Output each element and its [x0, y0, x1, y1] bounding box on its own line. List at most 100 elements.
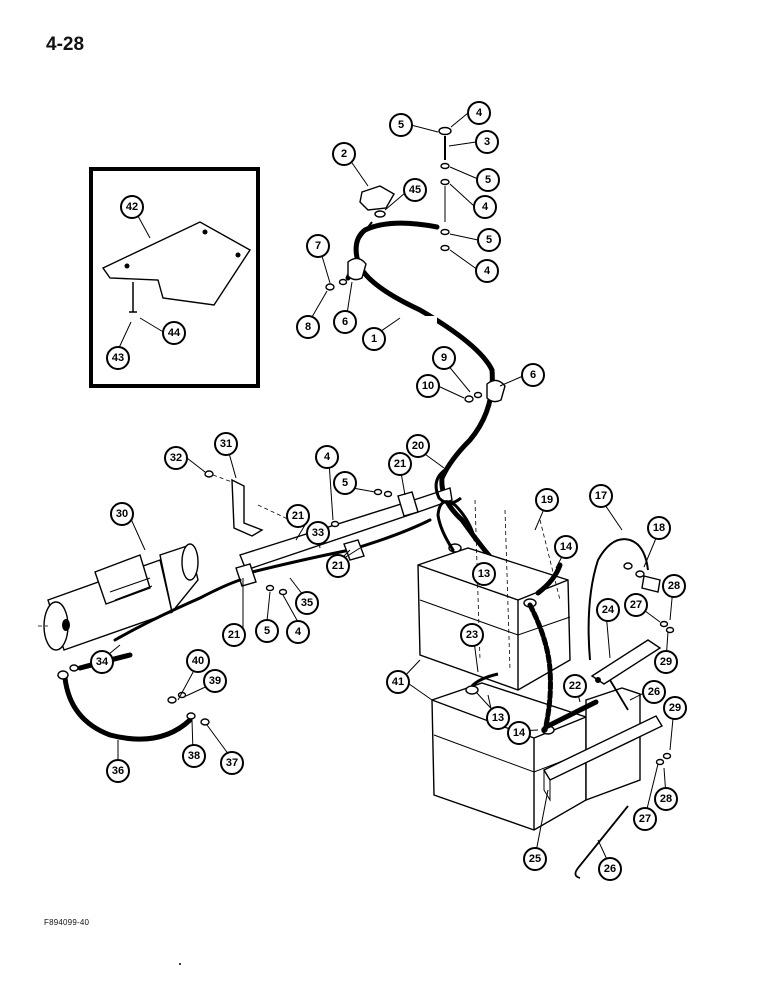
svg-text:6: 6 — [342, 316, 348, 328]
ground-cable — [57, 652, 210, 742]
inset-panel — [89, 167, 260, 388]
callout-33: 33 — [306, 521, 330, 545]
page-number: 4-28 — [46, 34, 85, 55]
svg-text:25: 25 — [529, 853, 541, 865]
svg-text:14: 14 — [513, 727, 526, 739]
svg-text:29: 29 — [660, 656, 672, 668]
svg-text:27: 27 — [639, 813, 651, 825]
callout-20: 20 — [406, 434, 430, 458]
svg-text:20: 20 — [412, 440, 424, 452]
callout-18: 18 — [647, 516, 671, 540]
svg-text:43: 43 — [112, 352, 124, 364]
callout-17: 17 — [589, 484, 613, 508]
negative-link-cable — [545, 699, 599, 729]
callout-5c: 5 — [477, 228, 501, 252]
callout-13b: 13 — [486, 706, 510, 730]
mounting-bracket — [204, 470, 291, 537]
svg-text:26: 26 — [648, 686, 660, 698]
callout-26a: 26 — [642, 680, 666, 704]
cover-plate — [101, 221, 251, 306]
callout-40: 40 — [186, 649, 210, 673]
positive-cable — [535, 562, 563, 596]
callout-26b: 26 — [598, 857, 622, 881]
hold-down-hardware — [655, 620, 675, 766]
svg-text:9: 9 — [441, 352, 447, 364]
svg-text:13: 13 — [478, 568, 490, 580]
callout-31: 31 — [214, 432, 238, 456]
svg-text:27: 27 — [630, 599, 642, 611]
svg-text:36: 36 — [112, 765, 124, 777]
svg-text:7: 7 — [315, 240, 321, 252]
svg-text:37: 37 — [226, 757, 238, 769]
callout-10: 10 — [416, 374, 440, 398]
svg-text:4: 4 — [295, 626, 302, 638]
svg-text:38: 38 — [188, 750, 200, 762]
figure-code: F894099-40 — [44, 918, 90, 927]
svg-text:30: 30 — [116, 508, 128, 520]
battery-jumper-cable — [527, 602, 553, 733]
svg-text:40: 40 — [192, 655, 204, 667]
callout-29b: 29 — [663, 696, 687, 720]
j-bolt-upper — [609, 679, 629, 711]
svg-text:23: 23 — [466, 629, 478, 641]
svg-text:44: 44 — [168, 327, 181, 339]
svg-text:21: 21 — [228, 629, 240, 641]
svg-text:4: 4 — [476, 107, 483, 119]
callout-36: 36 — [106, 759, 130, 783]
svg-text:33: 33 — [312, 527, 324, 539]
svg-text:4: 4 — [484, 265, 491, 277]
callout-30: 30 — [110, 502, 134, 526]
svg-text:28: 28 — [668, 580, 680, 592]
callout-32: 32 — [164, 446, 188, 470]
svg-text:4: 4 — [324, 451, 331, 463]
callout-14a: 14 — [554, 535, 578, 559]
svg-text:32: 32 — [170, 452, 182, 464]
svg-text:42: 42 — [126, 201, 138, 213]
callout-4b: 4 — [473, 195, 497, 219]
svg-text:19: 19 — [541, 494, 553, 506]
svg-text:31: 31 — [220, 438, 232, 450]
callout-21d: 21 — [222, 623, 246, 647]
sender-cable — [587, 538, 661, 661]
callout-4d: 4 — [315, 445, 339, 469]
svg-text:1: 1 — [371, 333, 377, 345]
callout-13a: 13 — [472, 562, 496, 586]
svg-text:6: 6 — [530, 369, 536, 381]
svg-text:4: 4 — [482, 201, 489, 213]
svg-text:2: 2 — [341, 148, 347, 160]
callout-8: 8 — [296, 315, 320, 339]
svg-text:3: 3 — [484, 136, 490, 148]
callout-5d: 5 — [333, 471, 357, 495]
svg-text:21: 21 — [394, 458, 406, 470]
svg-text:21: 21 — [292, 510, 304, 522]
battery-lower — [431, 682, 587, 831]
callout-3: 3 — [475, 130, 499, 154]
callout-6b: 6 — [521, 363, 545, 387]
svg-text:29: 29 — [669, 702, 681, 714]
callout-4a: 4 — [467, 101, 491, 125]
svg-text:21: 21 — [332, 560, 344, 572]
svg-text:28: 28 — [660, 793, 672, 805]
svg-text:24: 24 — [602, 604, 615, 616]
callout-22: 22 — [563, 674, 587, 698]
svg-text:8: 8 — [305, 321, 311, 333]
svg-text:34: 34 — [96, 656, 109, 668]
callout-41: 41 — [386, 670, 410, 694]
terminal-stud-stack — [438, 126, 452, 252]
callout-21a: 21 — [388, 452, 412, 476]
battery-link-cable — [436, 500, 477, 552]
callout-19: 19 — [535, 488, 559, 512]
callout-14b: 14 — [507, 721, 531, 745]
svg-text:10: 10 — [422, 380, 434, 392]
callout-23: 23 — [460, 623, 484, 647]
callout-28b: 28 — [654, 787, 678, 811]
callout-43: 43 — [106, 346, 130, 370]
svg-text:22: 22 — [569, 680, 581, 692]
svg-text:5: 5 — [398, 119, 404, 131]
callout-21b: 21 — [286, 504, 310, 528]
callout-24: 24 — [596, 598, 620, 622]
svg-text:5: 5 — [485, 174, 491, 186]
callout-5e: 5 — [255, 619, 279, 643]
battery-upper — [417, 543, 571, 691]
